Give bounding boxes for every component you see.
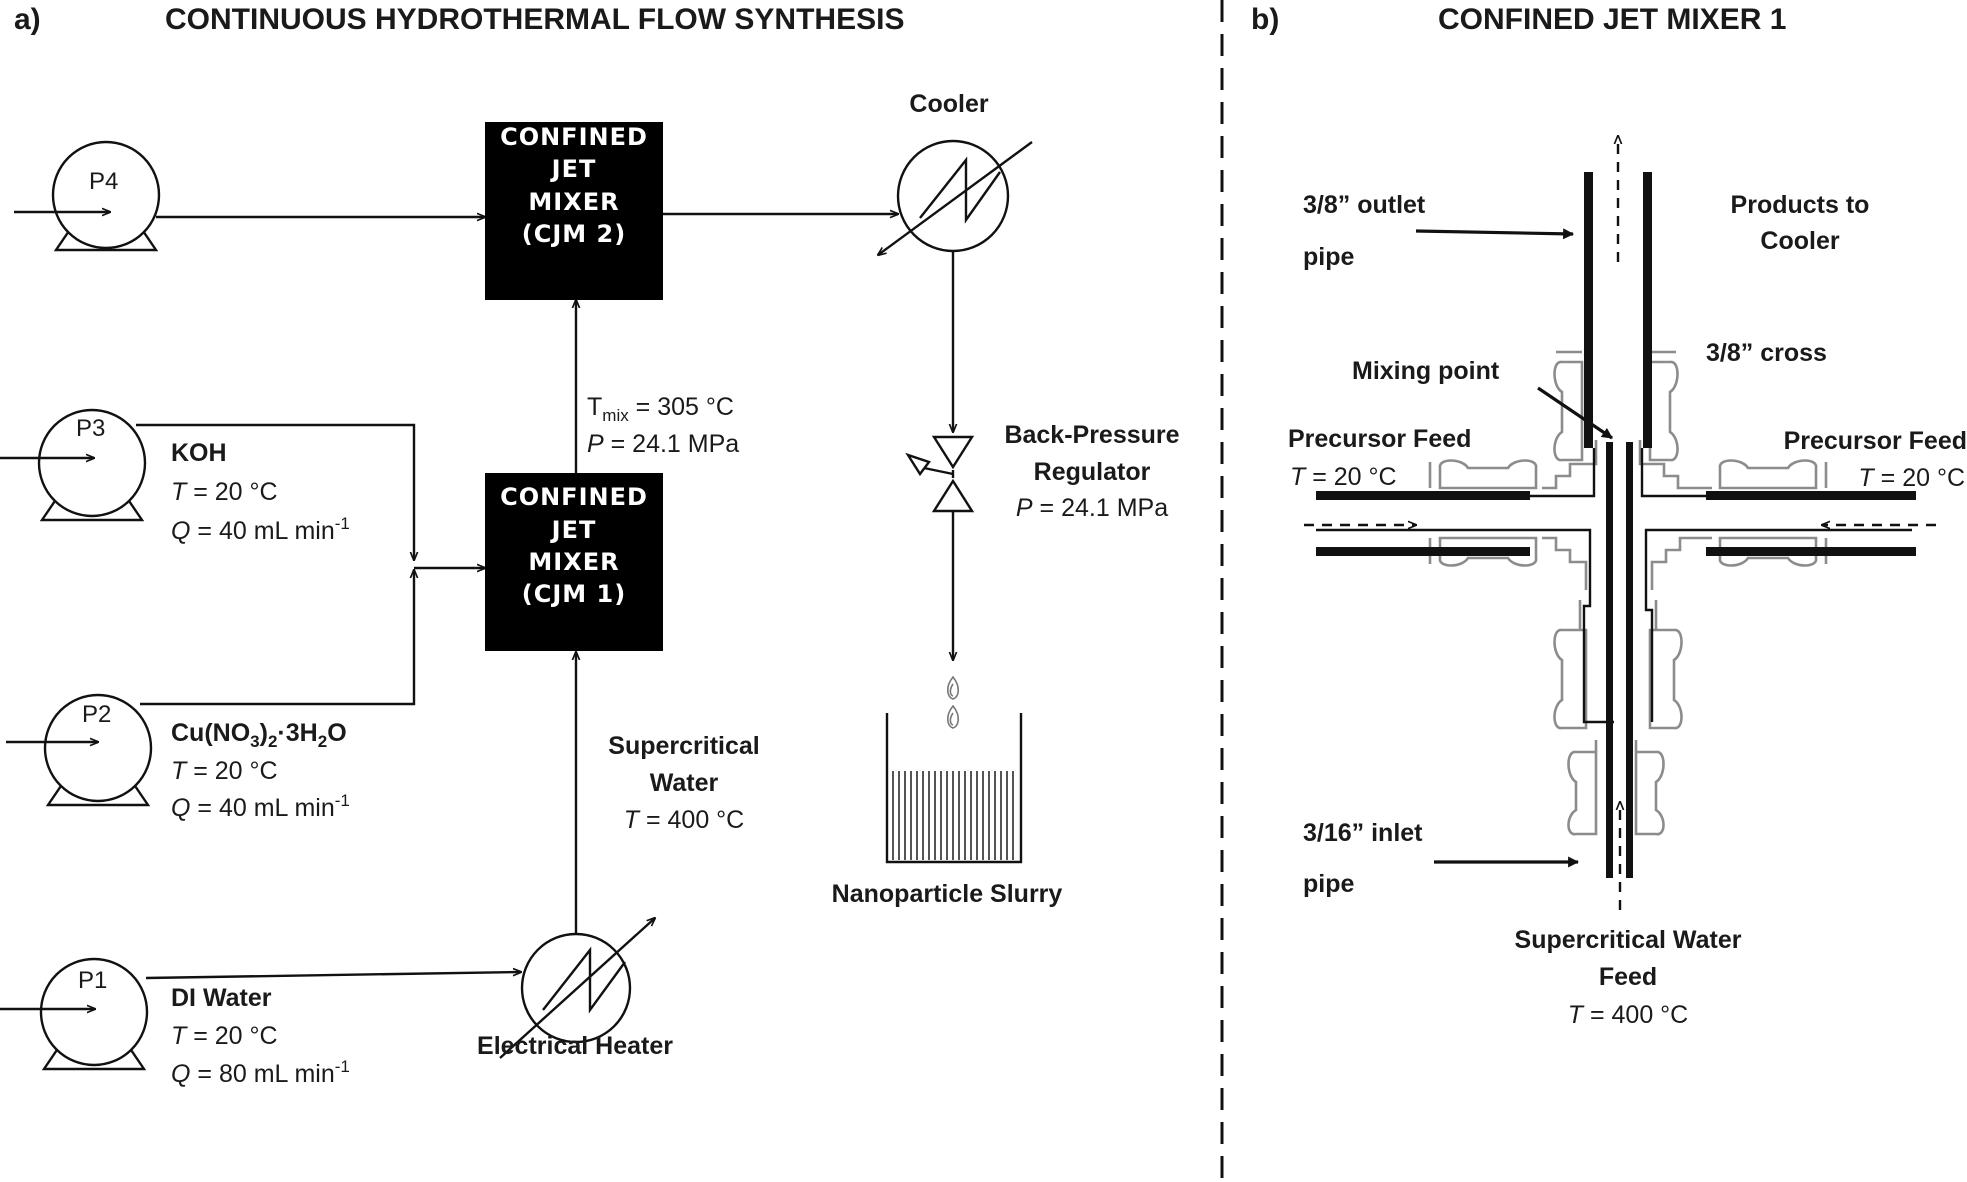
svg-text:Back-Pressure: Back-Pressure xyxy=(1004,421,1179,449)
svg-text:T = 20 °C: T = 20 °C xyxy=(1858,464,1965,492)
svg-text:Supercritical Water: Supercritical Water xyxy=(1515,926,1742,954)
outlet-pointer-arrow xyxy=(1415,228,1575,240)
cjm1-box: CONFINED JET MIXER (CJM 1) xyxy=(485,473,663,651)
svg-text:JET: JET xyxy=(550,155,597,183)
precursor-right-label: Precursor Feed T = 20 °C xyxy=(1784,427,1967,492)
pump-p1: P1 xyxy=(0,957,149,1071)
svg-text:DI Water: DI Water xyxy=(171,984,272,1012)
svg-text:P3: P3 xyxy=(76,415,105,442)
mixing-point-label: Mixing point xyxy=(1352,357,1500,385)
svg-text:Cu(NO3)2·3H2O: Cu(NO3)2·3H2O xyxy=(171,719,347,751)
supercritical-water-conditions: Supercritical Water T = 400 °C xyxy=(608,732,759,834)
bpr-label: Back-Pressure Regulator P = 24.1 MPa xyxy=(1004,421,1179,522)
droplet-icon xyxy=(946,675,960,729)
mixer-cross-section xyxy=(1316,172,1916,878)
svg-text:pipe: pipe xyxy=(1303,243,1354,271)
svg-text:P1: P1 xyxy=(78,967,107,994)
svg-text:Regulator: Regulator xyxy=(1034,458,1151,486)
svg-text:MIXER: MIXER xyxy=(528,548,619,576)
svg-text:T = 400 °C: T = 400 °C xyxy=(624,806,744,834)
svg-text:P = 24.1 MPa: P = 24.1 MPa xyxy=(1016,494,1168,522)
svg-text:KOH: KOH xyxy=(171,439,227,467)
svg-text:Q = 40 mL min-1: Q = 40 mL min-1 xyxy=(171,514,350,545)
cross-label: 3/8” cross xyxy=(1706,339,1827,367)
precursor-left-label: Precursor Feed T = 20 °C xyxy=(1288,425,1471,491)
heater-label: Electrical Heater xyxy=(477,1032,673,1060)
svg-text:pipe: pipe xyxy=(1303,870,1354,898)
back-pressure-regulator-icon xyxy=(905,435,975,513)
svg-text:Supercritical: Supercritical xyxy=(608,732,759,760)
cooler-label: Cooler xyxy=(909,90,988,118)
cjm2-box: CONFINED JET MIXER (CJM 2) xyxy=(485,122,663,300)
electrical-heater xyxy=(499,918,655,1059)
pump-p4: P4 xyxy=(14,140,161,252)
svg-text:Q = 80 mL min-1: Q = 80 mL min-1 xyxy=(171,1057,350,1088)
panel-a-title: CONTINUOUS HYDROTHERMAL FLOW SYNTHESIS xyxy=(165,3,904,36)
pump-p3: P3 xyxy=(0,408,147,522)
cooler xyxy=(878,139,1033,255)
svg-text:Precursor Feed: Precursor Feed xyxy=(1784,427,1967,455)
products-label: Products to Cooler xyxy=(1731,191,1870,255)
beaker-slurry xyxy=(885,713,1023,864)
panel-b-letter: b) xyxy=(1251,3,1279,36)
di-water-conditions: DI Water T = 20 °C Q = 80 mL min-1 xyxy=(171,984,350,1088)
svg-text:Cooler: Cooler xyxy=(1760,227,1839,255)
mixing-point-pointer-arrow xyxy=(1537,386,1613,440)
inlet-pipe-label: 3/16” inlet pipe xyxy=(1303,819,1423,898)
svg-text:Products to: Products to xyxy=(1731,191,1870,219)
svg-text:MIXER: MIXER xyxy=(528,188,619,216)
svg-text:Tmix = 305 °C: Tmix = 305 °C xyxy=(587,393,734,425)
svg-text:Q = 40 mL min-1: Q = 40 mL min-1 xyxy=(171,791,350,822)
svg-text:T = 400 °C: T = 400 °C xyxy=(1568,1001,1688,1029)
svg-text:T = 20 °C: T = 20 °C xyxy=(171,1022,278,1050)
svg-text:Precursor Feed: Precursor Feed xyxy=(1288,425,1471,453)
svg-text:(CJM 1): (CJM 1) xyxy=(522,580,626,608)
panel-a-letter: a) xyxy=(14,3,41,36)
svg-text:CONFINED: CONFINED xyxy=(500,483,648,511)
outlet-pipe-label: 3/8” outlet pipe xyxy=(1303,191,1426,271)
scw-feed-label: Supercritical Water Feed T = 400 °C xyxy=(1515,926,1742,1029)
panel-b-title: CONFINED JET MIXER 1 xyxy=(1438,3,1786,36)
svg-text:Water: Water xyxy=(650,769,719,797)
svg-text:T = 20 °C: T = 20 °C xyxy=(171,757,278,785)
svg-text:P = 24.1 MPa: P = 24.1 MPa xyxy=(587,430,739,458)
svg-text:Feed: Feed xyxy=(1599,963,1657,991)
svg-text:3/16” inlet: 3/16” inlet xyxy=(1303,819,1423,847)
slurry-label: Nanoparticle Slurry xyxy=(832,880,1063,908)
svg-text:T = 20 °C: T = 20 °C xyxy=(1290,463,1397,491)
pump-p2: P2 xyxy=(6,693,153,807)
koh-conditions: KOH T = 20 °C Q = 40 mL min-1 xyxy=(171,439,350,545)
svg-text:P4: P4 xyxy=(89,168,118,195)
svg-text:P2: P2 xyxy=(82,701,111,728)
svg-text:CONFINED: CONFINED xyxy=(500,123,648,151)
p3-line xyxy=(136,423,414,560)
p2-line xyxy=(140,570,414,706)
svg-text:3/8” outlet: 3/8” outlet xyxy=(1303,191,1426,219)
copper-nitrate-conditions: Cu(NO3)2·3H2O T = 20 °C Q = 40 mL min-1 xyxy=(171,719,350,822)
svg-text:JET: JET xyxy=(550,516,597,544)
svg-text:T = 20 °C: T = 20 °C xyxy=(171,478,278,506)
p1-line xyxy=(145,972,521,980)
mixing-conditions: Tmix = 305 °C P = 24.1 MPa xyxy=(587,393,739,458)
svg-text:(CJM 2): (CJM 2) xyxy=(522,220,626,248)
